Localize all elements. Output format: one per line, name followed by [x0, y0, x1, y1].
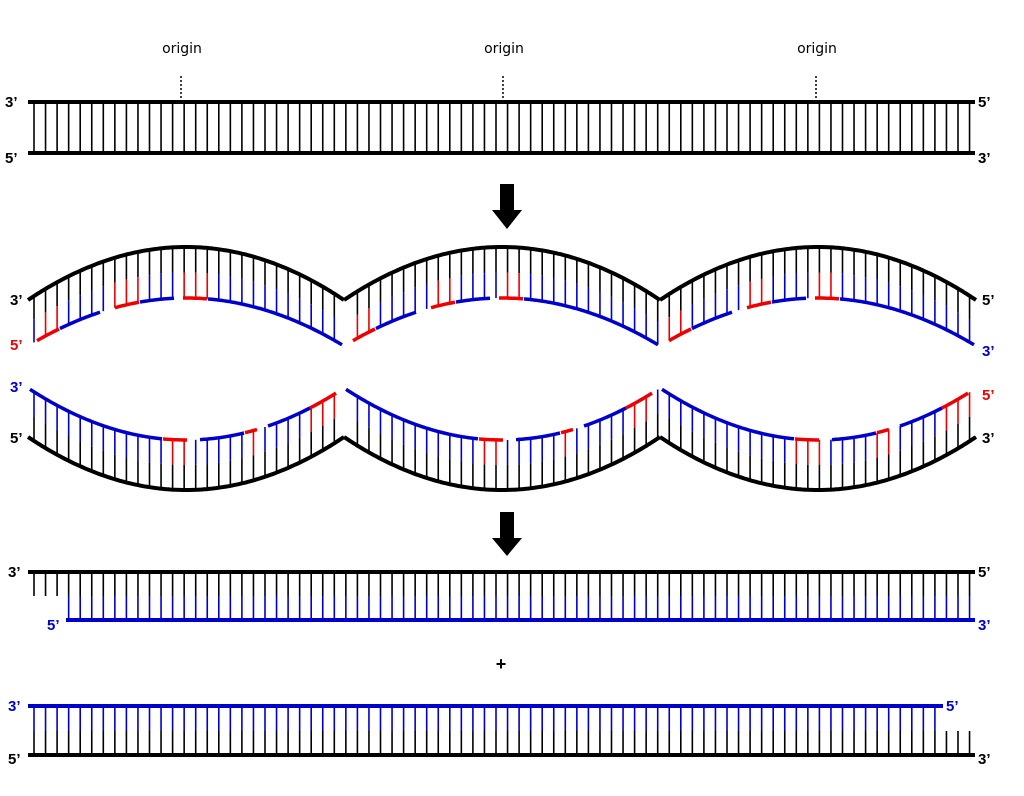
rna-primer [478, 437, 503, 442]
new-strand-fragment [267, 406, 311, 428]
end-label: 5’ [47, 617, 60, 634]
origin-label: origin [797, 41, 837, 57]
okazaki-fragment [59, 310, 101, 331]
rna-primer [183, 296, 208, 301]
new-strand-fragment [345, 387, 479, 441]
end-label: 3’ [10, 379, 23, 396]
rna-primer [352, 327, 376, 343]
parent-strand [658, 435, 978, 492]
parent-strand [342, 245, 662, 302]
parent-strand [658, 245, 978, 302]
rna-primer [162, 437, 187, 442]
end-label: 3’ [5, 94, 18, 111]
okazaki-fragment [839, 297, 975, 347]
end-label: 3’ [982, 343, 995, 360]
end-label: 5’ [978, 564, 991, 581]
end-label: 3’ [978, 617, 991, 634]
new-strand-fragment [583, 406, 627, 428]
okazaki-fragment [375, 310, 417, 331]
new-strand-fragment [199, 431, 245, 442]
okazaki-fragment [771, 296, 807, 304]
end-label: 3’ [978, 751, 991, 768]
parent-strand [342, 435, 662, 492]
end-label: 5’ [5, 150, 18, 167]
new-strand-fragment [29, 387, 163, 441]
okazaki-fragment [455, 296, 491, 304]
end-label: 3’ [10, 292, 23, 309]
rna-primer [114, 300, 140, 310]
origin-label: origin [484, 41, 524, 57]
end-label: 5’ [946, 698, 959, 715]
end-label: 5’ [982, 292, 995, 309]
end-label: 3’ [978, 150, 991, 167]
parent-strand [26, 245, 346, 302]
rna-primer [625, 391, 653, 410]
parental-duplex [28, 76, 975, 155]
rna-primer [941, 391, 969, 410]
end-label: 5’ [10, 430, 23, 447]
rna-primer [499, 296, 524, 301]
rna-primer [668, 327, 692, 343]
end-label: 3’ [8, 564, 21, 581]
okazaki-fragment [207, 297, 343, 347]
new-strand-fragment [899, 406, 943, 428]
end-label: 3’ [982, 430, 995, 447]
end-label: 5’ [978, 94, 991, 111]
rna-primer [794, 437, 819, 442]
rna-primer [309, 391, 337, 410]
replication-bubbles [26, 245, 978, 492]
new-strand-fragment [661, 387, 795, 441]
rna-primer [746, 300, 772, 310]
okazaki-fragment [523, 297, 659, 347]
end-label: 5’ [8, 751, 21, 768]
plus-sign: + [496, 654, 507, 674]
arrow-down-icon [492, 184, 522, 229]
arrow-down-icon [492, 512, 522, 556]
rna-primer [244, 427, 258, 435]
rna-primer [876, 427, 890, 435]
daughter-duplexes [28, 570, 975, 757]
parent-strand [26, 435, 346, 492]
rna-primer [815, 296, 840, 301]
end-label: 5’ [982, 387, 995, 404]
rna-primer [430, 300, 456, 310]
okazaki-fragment [691, 310, 733, 331]
new-strand-fragment [831, 431, 877, 442]
new-strand-fragment [515, 431, 561, 442]
rna-primer [560, 427, 574, 435]
rna-primer [36, 327, 60, 343]
origin-label: origin [162, 41, 202, 57]
okazaki-fragment [139, 296, 175, 304]
end-label: 3’ [8, 698, 21, 715]
end-label: 5’ [10, 337, 23, 354]
